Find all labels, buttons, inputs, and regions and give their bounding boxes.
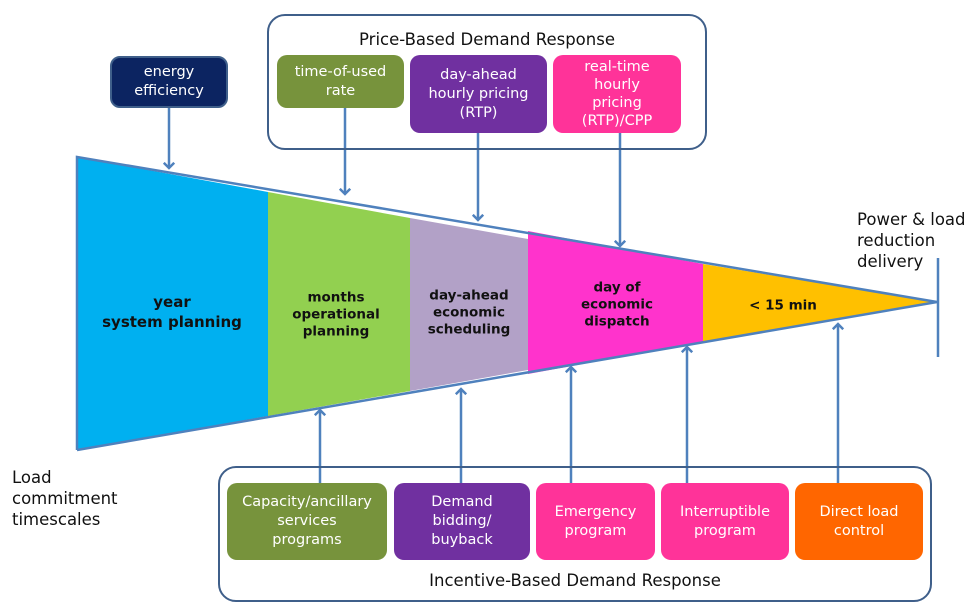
energy-efficiency-box: energy efficiency bbox=[110, 56, 228, 108]
segment-label-day-ahead: day-ahead economic scheduling bbox=[427, 287, 511, 338]
direct-load-control-box: Direct load control bbox=[795, 483, 923, 560]
funnel-segment-15min bbox=[703, 264, 937, 342]
funnel-segment-day-ahead bbox=[410, 218, 528, 391]
incentive-based-frame bbox=[218, 466, 932, 602]
segment-label-year: year system planning bbox=[102, 293, 242, 331]
price-based-title: Price-Based Demand Response bbox=[359, 30, 615, 49]
emergency-program-box: Emergency program bbox=[536, 483, 655, 560]
funnel-segment-dispatch bbox=[528, 231, 703, 374]
capacity-ancillary-box: Capacity/ancillary services programs bbox=[227, 483, 387, 560]
segment-label-15min: < 15 min bbox=[749, 297, 817, 314]
demand-bidding-box: Demand bidding/ buyback bbox=[394, 483, 530, 560]
funnel-segment-months bbox=[268, 192, 410, 416]
timescales-label: Load commitment timescales bbox=[12, 468, 118, 529]
incentive-based-title: Incentive-Based Demand Response bbox=[429, 571, 721, 590]
price-based-frame bbox=[267, 14, 707, 150]
interruptible-program-box: Interruptible program bbox=[661, 483, 789, 560]
day-ahead-pricing-box: day-ahead hourly pricing (RTP) bbox=[410, 55, 547, 133]
segment-label-months: months operational planning bbox=[292, 289, 380, 340]
segment-label-dispatch: day of economic dispatch bbox=[580, 279, 654, 330]
time-of-used-rate-box: time-of-used rate bbox=[277, 55, 404, 108]
real-time-pricing-box: real-time hourly pricing (RTP)/CPP bbox=[553, 55, 681, 133]
funnel-outline bbox=[75, 155, 938, 452]
delivery-label: Power & load reduction delivery bbox=[857, 210, 966, 271]
funnel-segment-year bbox=[77, 157, 268, 450]
